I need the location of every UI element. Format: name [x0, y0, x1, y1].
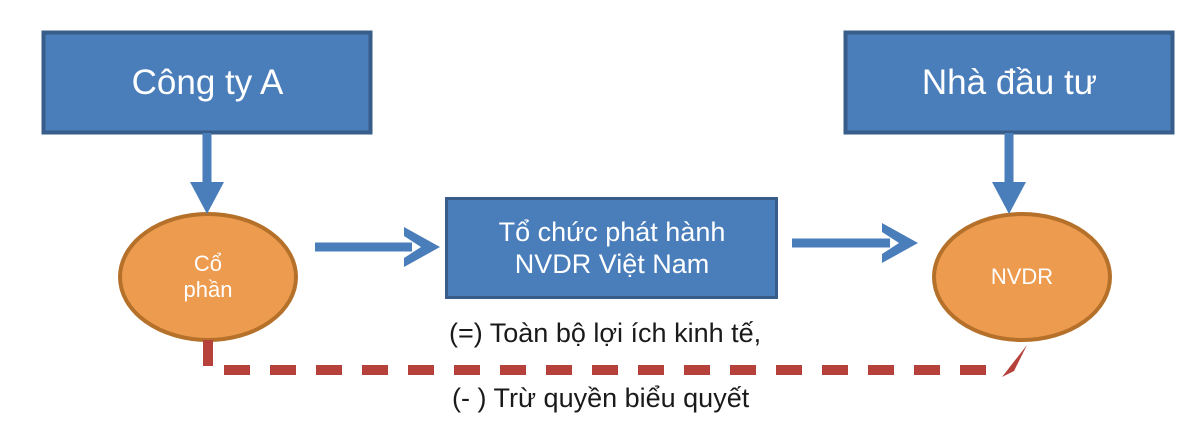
annotation-no-voting-right: (- ) Trừ quyền biểu quyết	[452, 383, 750, 413]
connector-co-phan-to-to-chuc	[315, 227, 440, 267]
connector-co-phan-to-nvdr-dashed	[203, 340, 1027, 377]
connector-cong-ty-a-to-co-phan	[190, 133, 224, 214]
annotation-economic-benefit: (=) Toàn bộ lợi ích kinh tế,	[449, 318, 762, 348]
node-cong-ty-a-shape[interactable]	[41, 30, 373, 135]
node-to-chuc-phat-hanh-shape[interactable]	[445, 197, 778, 299]
connector-to-chuc-to-nvdr	[792, 223, 918, 263]
connector-nha-dau-tu-to-nvdr	[992, 133, 1026, 214]
node-nha-dau-tu-shape[interactable]	[843, 30, 1175, 135]
node-nvdr-shape[interactable]	[932, 212, 1112, 342]
node-co-phan-shape[interactable]	[118, 212, 298, 342]
